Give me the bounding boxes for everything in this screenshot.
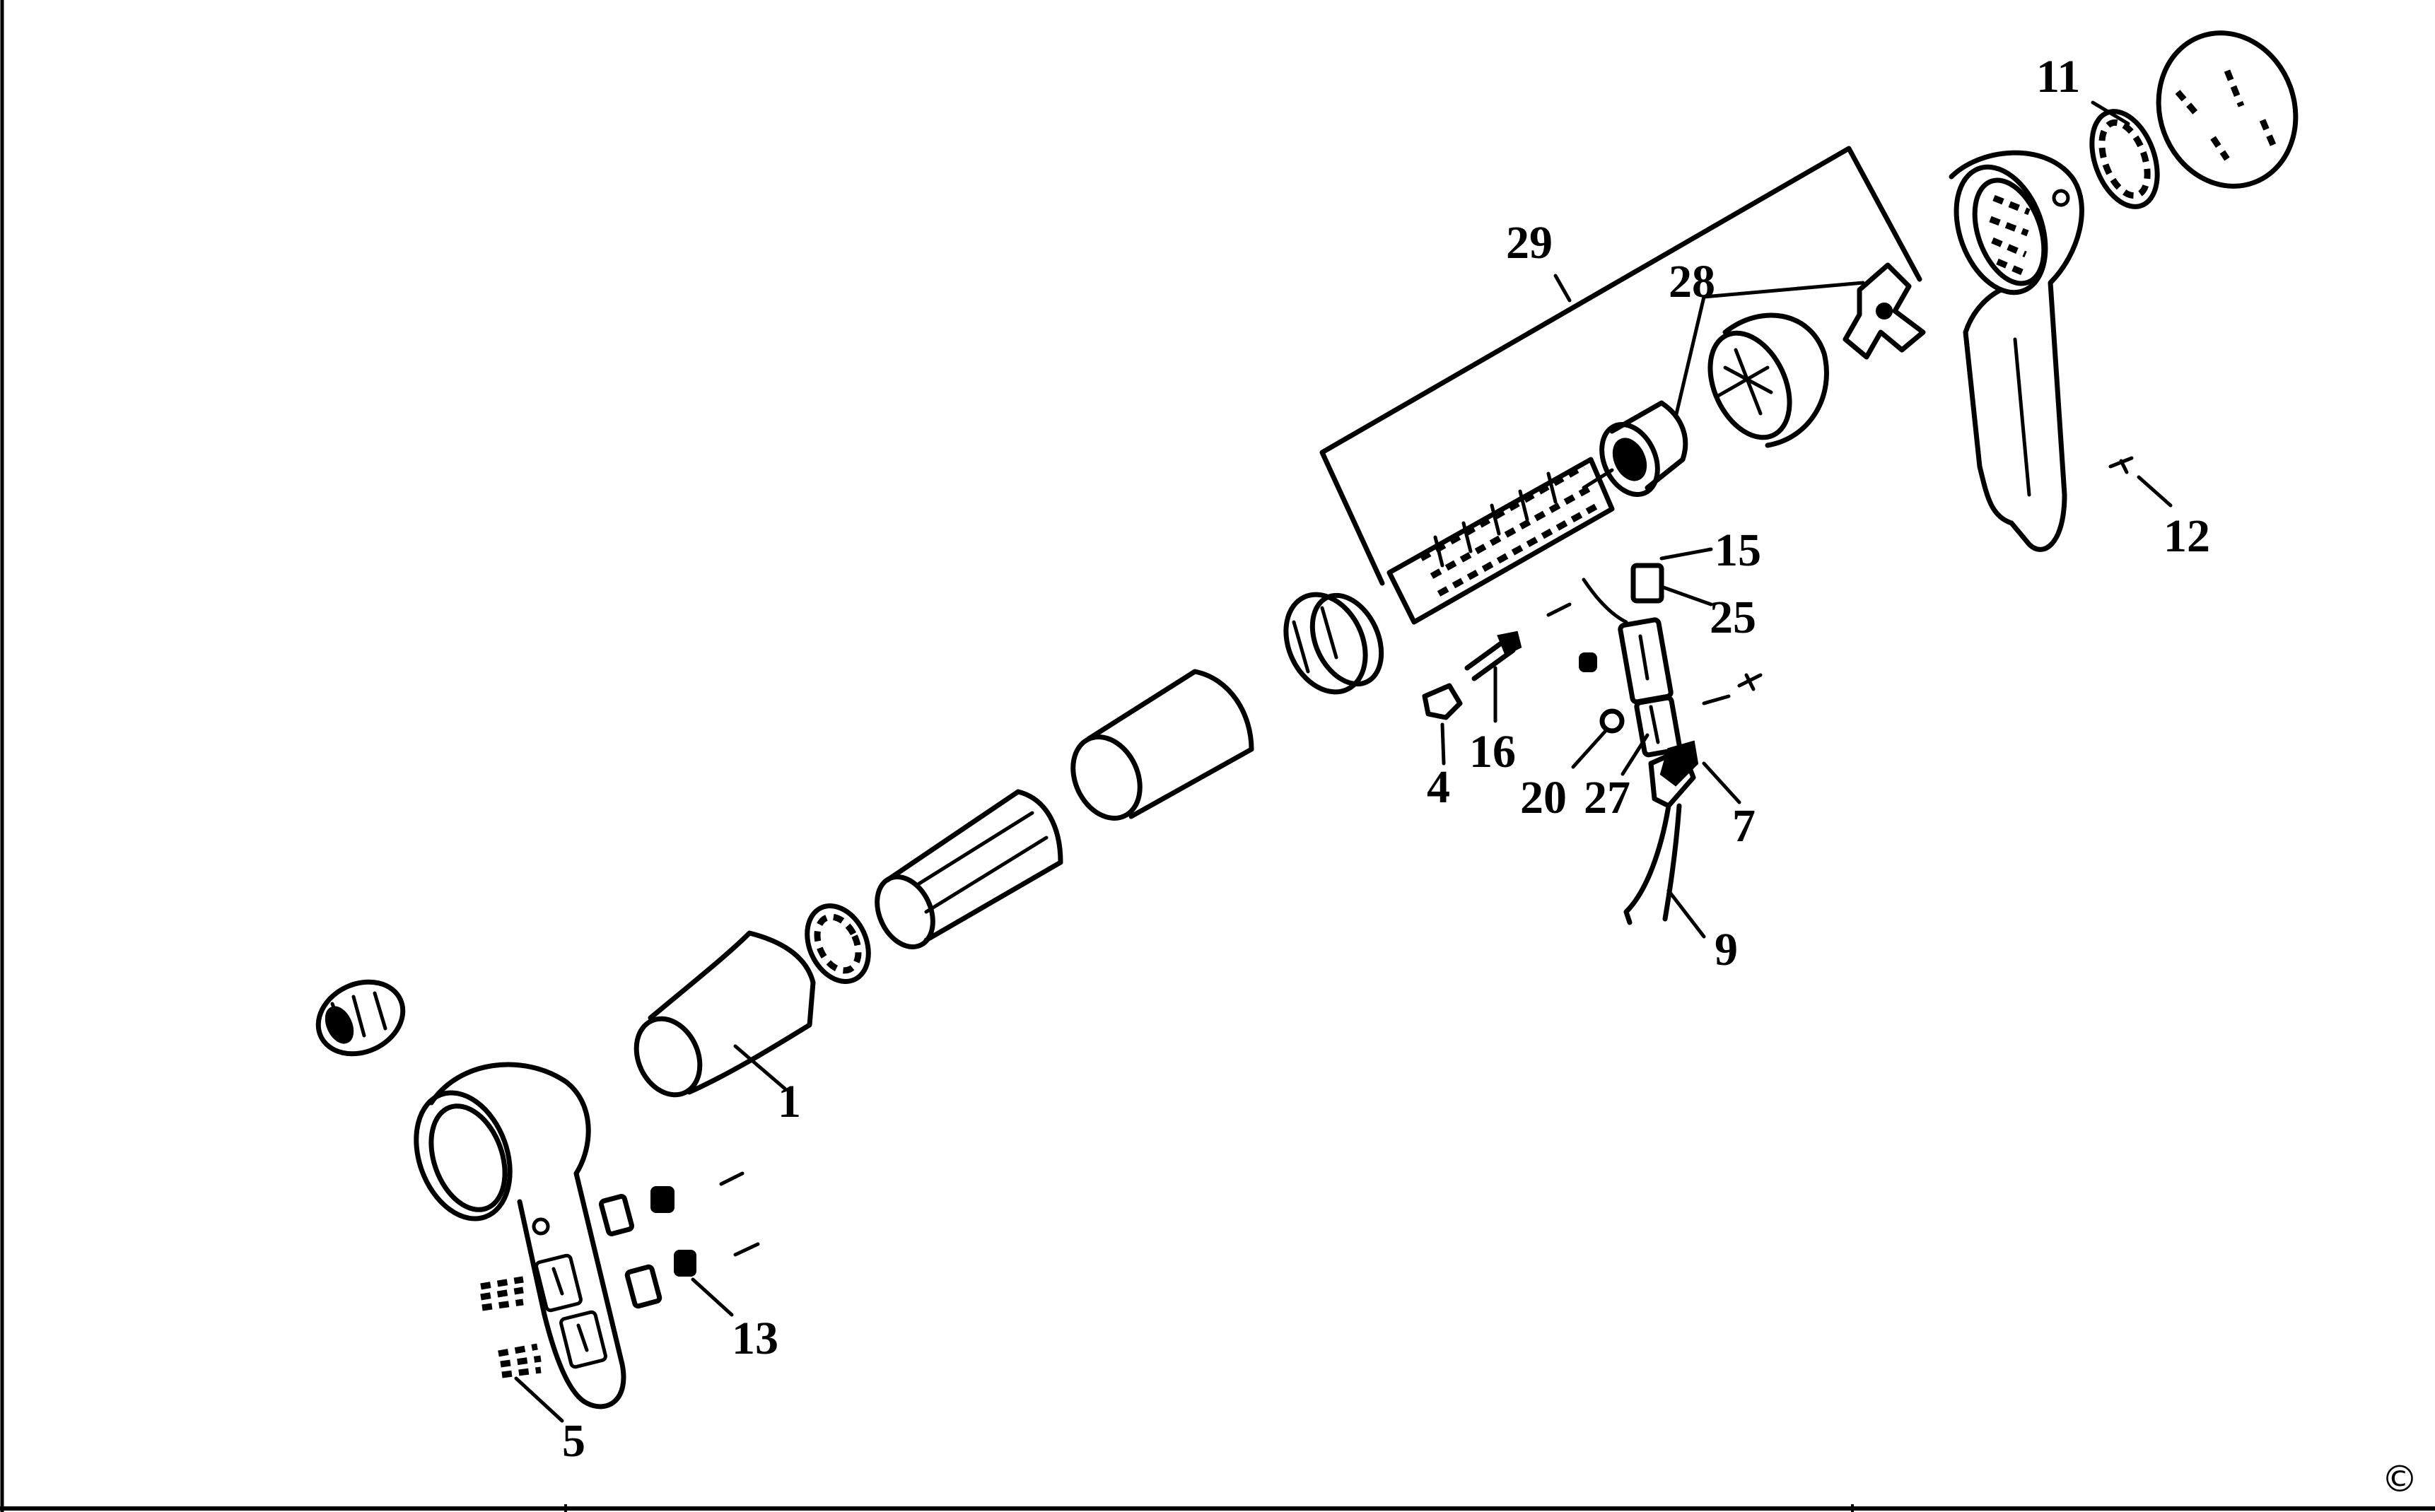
filter-part-11	[2089, 109, 2160, 209]
callout-16: 16	[1469, 726, 1516, 778]
fan-blade-part-28	[1843, 262, 1926, 360]
nozzle-part-1	[633, 930, 816, 1098]
assembly-bracket-29	[1319, 146, 1922, 586]
barrel-ring-part	[1283, 592, 1384, 695]
small-part-4	[1422, 683, 1463, 720]
screw-part-12	[2108, 456, 2134, 474]
barrel-part-b	[1070, 669, 1254, 821]
callout-11: 11	[2036, 51, 2080, 102]
callout-27: 27	[1584, 772, 1630, 824]
callout-28: 28	[1669, 256, 1715, 307]
copyright-symbol: ©	[2381, 1458, 2418, 1501]
callout-15: 15	[1715, 524, 1761, 576]
slider-part-5	[480, 1276, 542, 1378]
clip-part-16	[1464, 631, 1522, 681]
callout-25: 25	[1710, 592, 1756, 643]
front-knob-part	[315, 979, 406, 1057]
small-screws	[1546, 602, 1763, 734]
callout-12: 12	[2164, 510, 2210, 562]
motor-part	[1582, 400, 1688, 498]
callout-5: 5	[562, 1415, 585, 1467]
fan-housing-part-28	[1707, 312, 1829, 448]
callout-4: 4	[1427, 761, 1450, 813]
callout-20: 20	[1520, 772, 1567, 824]
leader-lines	[514, 100, 2173, 1423]
power-cord-part-9	[1623, 803, 1682, 925]
rear-housing-part	[1949, 150, 2084, 552]
barrel-part-a	[875, 789, 1063, 950]
switch-assembly-part	[1582, 563, 1699, 809]
heater-element-part	[1386, 457, 1615, 625]
rear-cap-part	[2156, 30, 2299, 189]
front-housing-part	[414, 1062, 626, 1410]
callout-1: 1	[778, 1076, 801, 1127]
switch-parts	[598, 1171, 760, 1309]
grille-disc-part	[805, 903, 871, 984]
callout-9: 9	[1715, 924, 1738, 975]
callout-7: 7	[1732, 800, 1756, 852]
callout-labels: 1 4 5 7 9 11 12 13 15 16 20 25 27 28 29	[562, 51, 2210, 1467]
callout-13: 13	[732, 1313, 778, 1364]
callout-29: 29	[1506, 217, 1553, 269]
